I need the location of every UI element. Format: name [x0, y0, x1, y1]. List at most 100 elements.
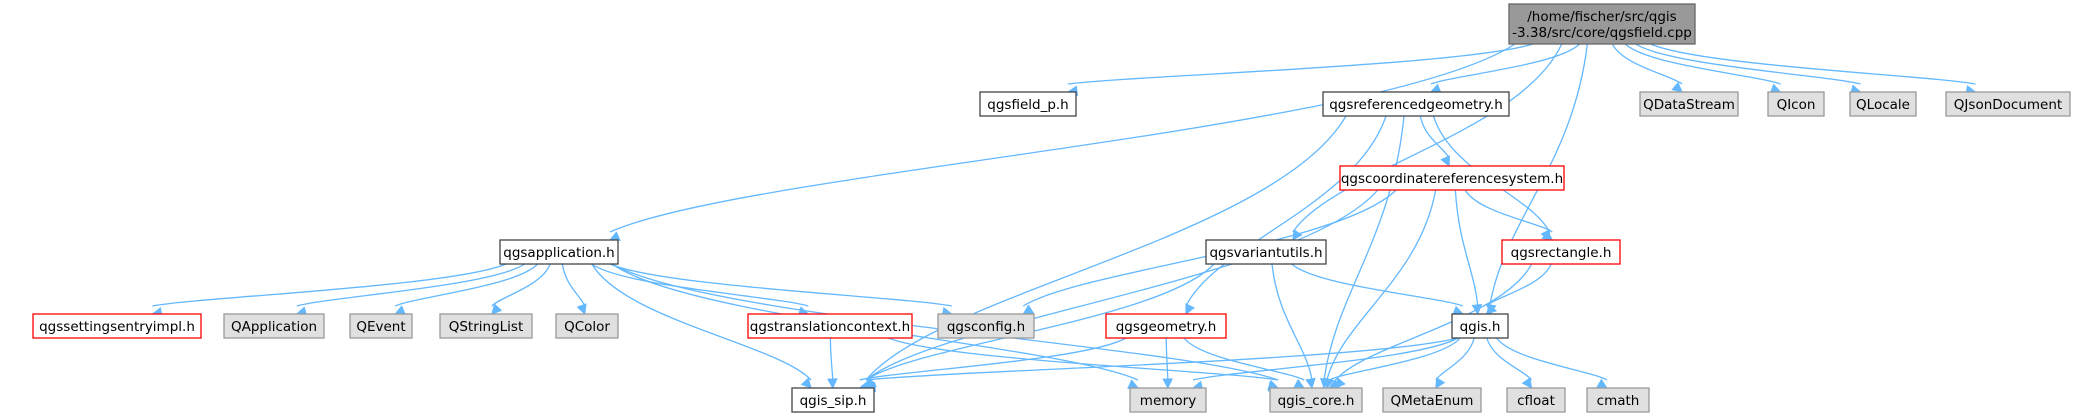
edge-line	[1419, 115, 1450, 159]
node-label: qgsapplication.h	[503, 245, 615, 261]
edge-line	[1464, 189, 1553, 233]
node-qgis_sip[interactable]: qgis_sip.h	[791, 387, 875, 413]
edge-line	[1430, 43, 1581, 85]
node-label: cfloat	[1517, 393, 1555, 409]
edge-layer	[151, 43, 1977, 393]
node-box	[1849, 91, 1917, 117]
edge-qgsrectangle-to-qgis	[1485, 263, 1552, 315]
edge-line	[1292, 43, 1563, 233]
node-label: memory	[1140, 393, 1196, 409]
edge-line	[1328, 337, 1461, 381]
edge-line	[1183, 337, 1305, 381]
edge-qgscrs-to-qgsrectangle	[1464, 189, 1554, 241]
node-qgis_core[interactable]: qgis_core.h	[1269, 387, 1363, 413]
arrowhead	[394, 305, 407, 315]
node-label: qgis_sip.h	[800, 393, 867, 409]
edge-line	[152, 263, 507, 307]
node-qgsgeometry[interactable]: qgsgeometry.h	[1105, 313, 1227, 339]
arrowhead	[1022, 304, 1035, 315]
node-QLocale[interactable]: QLocale	[1849, 91, 1917, 117]
edge-line	[1650, 43, 1976, 85]
node-QIcon[interactable]: QIcon	[1767, 91, 1825, 117]
edge-line	[1323, 115, 1405, 381]
node-box	[1639, 91, 1739, 117]
node-box	[1129, 387, 1207, 413]
arrowhead	[1596, 378, 1608, 389]
node-box	[937, 313, 1035, 339]
node-QDataStream[interactable]: QDataStream	[1639, 91, 1739, 117]
node-box	[499, 239, 619, 265]
node-box	[1506, 387, 1566, 413]
node-label: QApplication	[231, 319, 317, 335]
edge-line	[829, 337, 834, 381]
edge-root-to-qgsapplication	[608, 43, 1516, 241]
node-label: qgstranslationcontext.h	[750, 319, 911, 335]
node-cmath[interactable]: cmath	[1586, 387, 1650, 413]
node-QStringList[interactable]: QStringList	[439, 313, 533, 339]
arrowhead	[491, 303, 503, 315]
node-qgssettingsentryimpl[interactable]: qgssettingsentryimpl.h	[32, 313, 202, 339]
edge-qgscrs-to-qgis_sip	[865, 189, 1379, 389]
node-label: QIcon	[1777, 97, 1816, 113]
node-label: qgis_core.h	[1278, 393, 1355, 409]
node-qgstranslationcontext[interactable]: qgstranslationcontext.h	[747, 313, 913, 339]
node-box	[1501, 239, 1621, 265]
arrowhead	[1127, 379, 1140, 389]
node-label: QMetaEnum	[1391, 393, 1474, 409]
edge-line	[1635, 43, 1861, 85]
node-box	[1508, 3, 1696, 45]
edge-line	[865, 263, 1215, 381]
node-memory[interactable]: memory	[1129, 387, 1207, 413]
node-qgscrs[interactable]: qgscoordinatereferencesystem.h	[1339, 165, 1565, 191]
node-label: qgsreferencedgeometry.h	[1329, 97, 1503, 113]
node-root[interactable]: /home/fischer/src/qgis-3.38/src/core/qgs…	[1508, 3, 1696, 45]
edge-line	[609, 43, 1516, 233]
edge-line	[1486, 337, 1533, 381]
node-label: QDataStream	[1643, 97, 1735, 113]
edge-line	[296, 263, 526, 307]
edge-line	[1185, 115, 1387, 307]
node-QJsonDocument[interactable]: QJsonDocument	[1945, 91, 2071, 117]
edge-line	[865, 115, 1347, 381]
node-box	[555, 313, 619, 339]
node-label: -3.38/src/core/qgsfield.cpp	[1512, 25, 1692, 41]
node-qgsvariantutils[interactable]: qgsvariantutils.h	[1205, 239, 1327, 265]
node-qgsfield_p[interactable]: qgsfield_p.h	[979, 91, 1077, 117]
arrowhead	[800, 377, 812, 389]
node-qgsrectangle[interactable]: qgsrectangle.h	[1501, 239, 1621, 265]
arrowhead	[1435, 377, 1446, 389]
node-box	[1105, 313, 1227, 339]
node-QEvent[interactable]: QEvent	[349, 313, 413, 339]
edge-line	[1624, 43, 1781, 85]
node-label: qgsconfig.h	[947, 319, 1025, 335]
edge-line	[1496, 337, 1608, 381]
edge-qgis-to-QMetaEnum	[1435, 337, 1475, 389]
edge-line	[561, 263, 586, 307]
edge-qgsreferencedgeometry-to-qgscrs	[1419, 115, 1451, 168]
edge-qgsvariantutils-to-qgis_core	[1271, 263, 1316, 390]
edge-line	[859, 337, 1127, 381]
edge-line	[1271, 263, 1313, 381]
arrowhead	[827, 378, 838, 390]
node-QApplication[interactable]: QApplication	[223, 313, 325, 339]
node-label: qgsfield_p.h	[987, 97, 1068, 113]
node-qgis[interactable]: qgis.h	[1451, 313, 1509, 339]
edge-line	[394, 263, 539, 307]
node-label: QStringList	[449, 319, 524, 335]
node-box	[1322, 91, 1510, 117]
edge-root-to-qgsvariantutils	[1292, 43, 1563, 241]
node-box	[349, 313, 413, 339]
edge-line	[1192, 337, 1459, 381]
node-cfloat[interactable]: cfloat	[1506, 387, 1566, 413]
node-qgsapplication[interactable]: qgsapplication.h	[499, 239, 619, 265]
node-QColor[interactable]: QColor	[555, 313, 619, 339]
node-label: qgsvariantutils.h	[1209, 245, 1322, 261]
node-qgsreferencedgeometry[interactable]: qgsreferencedgeometry.h	[1322, 91, 1510, 117]
edge-root-to-qgsfield_p	[1066, 43, 1534, 97]
node-QMetaEnum[interactable]: QMetaEnum	[1382, 387, 1482, 413]
edge-qgsvariantutils-to-qgis	[1291, 263, 1464, 316]
edge-qgsapplication-to-qgis_sip	[591, 263, 812, 389]
node-qgsconfig[interactable]: qgsconfig.h	[937, 313, 1035, 339]
node-box	[1205, 239, 1327, 265]
